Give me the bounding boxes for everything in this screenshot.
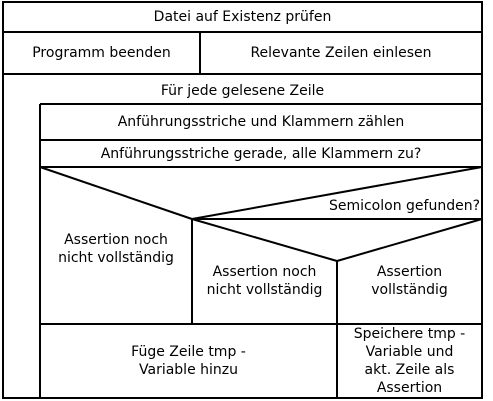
complete-branch: Assertion vollständig [371,264,448,298]
semicolon-condition: Semicolon gefunden? [328,198,480,214]
read-lines-step: Relevante Zeilen einlesen [250,45,432,61]
loop-header: Für jede gelesene Zeile [160,83,325,99]
outer-frame [2,1,483,399]
decision-split-left [191,218,338,262]
decision-split-right [336,218,483,262]
balanced-condition: Anführungsstriche gerade, alle Klammern … [100,145,422,162]
incomplete-branch-2: Assertion noch nicht vollständig [206,264,323,298]
check-file-step: Datei auf Existenz prüfen [153,9,332,25]
incomplete-branch-1: Assertion noch nicht vollständig [58,232,174,266]
decision-diagonal-left [39,166,193,220]
count-step: Anführungsstriche und Klammern zählen [117,114,405,130]
decision-diagonal-right [191,166,483,220]
exit-program-step: Programm beenden [32,45,171,61]
append-tmp-step: Füge Zeile tmp - Variable hinzu [131,344,246,378]
save-tmp-step: Speichere tmp - Variable und akt. Zeile … [353,326,466,396]
